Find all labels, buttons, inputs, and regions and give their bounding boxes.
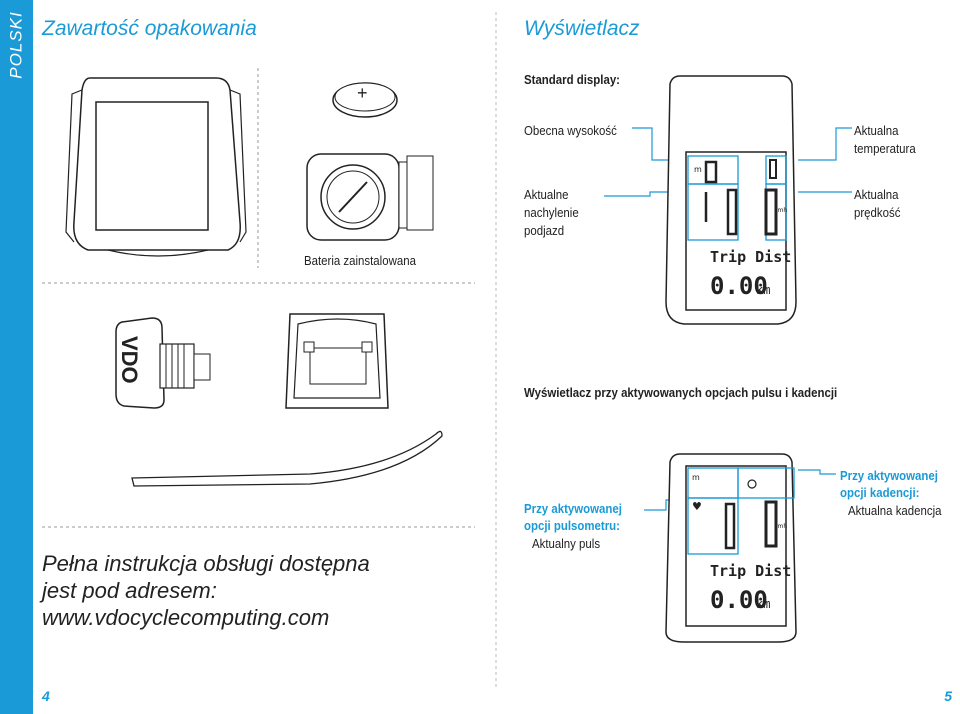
heart-option-line-1: Przy aktywowanej [524,501,622,516]
speed-unit: kmh [774,207,787,214]
options-heading: Wyświetlacz przy aktywowanych opcjach pu… [524,385,838,400]
options-speed-unit: kmh [774,523,787,530]
cable-tie-illustration [131,430,443,487]
speed-sensor-illustration [115,317,211,409]
trip-value: 0.00 [710,272,768,300]
package-contents-title: Zawartość opakowania [42,17,257,40]
battery-compartment-illustration [306,153,434,241]
temp-callout-1: Aktualna [854,123,899,138]
cadence-option-line-1: Przy aktywowanej [840,468,938,483]
manual-line-2: jest pod adresem: [42,578,217,603]
manual-url: www.vdocyclecomputing.com [42,605,330,630]
vdo-logo: VDO [117,336,142,384]
heart-option-line-2: opcji pulsometru: [524,518,620,533]
cadence-option-line-3: Aktualna kadencja [848,503,942,518]
page-number-left: 4 [42,688,50,704]
manual-notice: Pełna instrukcja obsługi dostępna jest p… [42,550,370,631]
alt-unit: m [694,165,702,174]
mount-illustration [285,313,389,409]
speed-callout-2: prędkość [854,205,901,220]
options-alt-unit: m [692,473,700,482]
language-sidebar: POLSKI [0,0,33,714]
heart-icon: ♥ [692,500,702,513]
standard-display-device: m kmh Trip Dist 0.00 km [665,75,797,325]
heart-option-line-3: Aktualny puls [532,536,601,551]
trip-label: Trip Dist [710,248,791,266]
manual-line-1: Pełna instrukcja obsługi dostępna [42,551,370,576]
slope-callout-2: nachylenie [524,205,579,220]
slope-callout-3: podjazd [524,223,565,238]
slope-callout-1: Aktualne [524,187,569,202]
computer-unit-illustration [65,77,247,257]
altitude-callout: Obecna wysokość [524,123,617,138]
battery-plus-symbol: + [357,83,368,103]
display-title: Wyświetlacz [524,17,640,40]
options-trip-unit: km [756,597,770,611]
battery-installed-label: Bateria zainstalowana [304,253,416,268]
cadence-option-line-2: opcji kadencji: [840,485,920,500]
trip-unit: km [756,283,770,297]
battery-coin-illustration [332,82,398,118]
speed-callout-1: Aktualna [854,187,899,202]
standard-display-label: Standard display: [524,72,620,87]
temp-callout-2: temperatura [854,141,916,156]
options-display-device: ♥ kmh m Trip Dist 0.00 km [665,453,797,643]
cadence-icon [747,479,757,489]
options-trip-value: 0.00 [710,586,768,614]
page-number-right: 5 [944,688,952,704]
vdo-logo-text: VDO [117,336,142,384]
options-trip-label: Trip Dist [710,562,791,580]
